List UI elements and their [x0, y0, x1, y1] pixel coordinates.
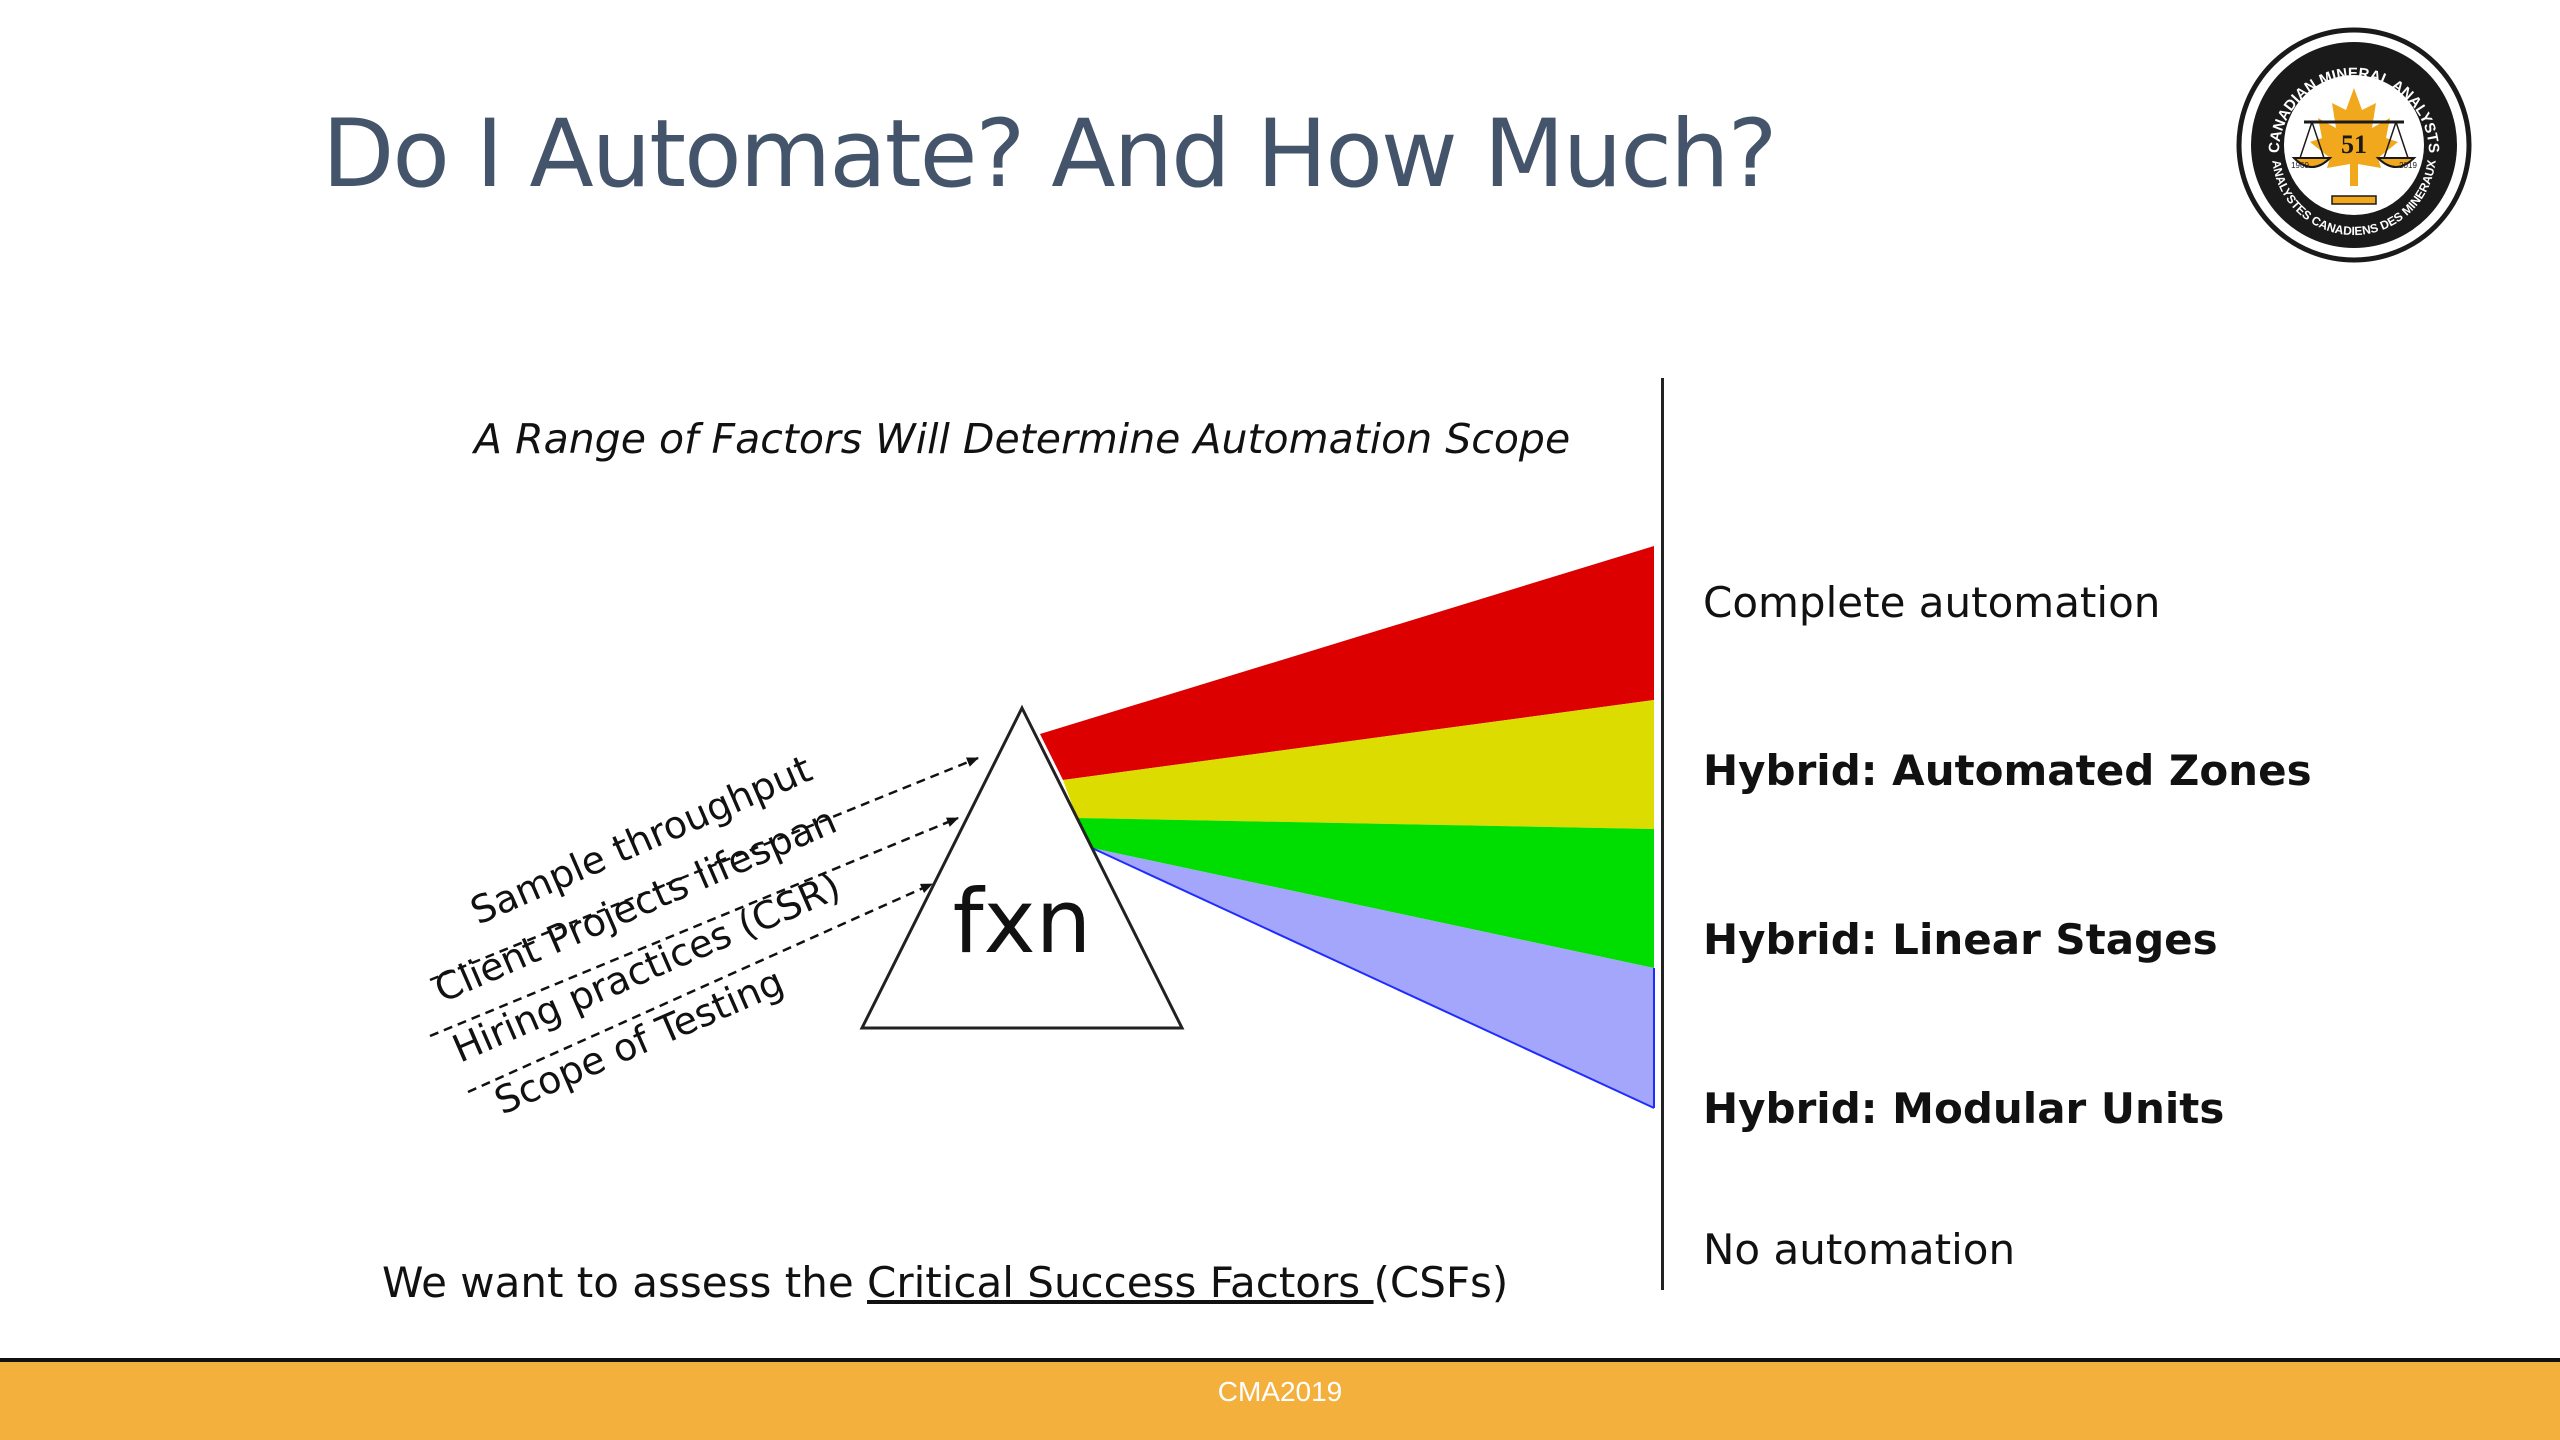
- scale-divider: [1661, 378, 1664, 1290]
- level-hybrid-modular-units: Hybrid: Modular Units: [1703, 1084, 2225, 1133]
- beam-red: [1040, 546, 1654, 780]
- input-arrow-2: [429, 816, 959, 1038]
- factor-scope-of-testing: Scope of Testing: [488, 959, 790, 1123]
- logo-number: 51: [2341, 130, 2367, 159]
- beam-green: [1077, 818, 1654, 968]
- prism-triangle: [859, 704, 1185, 1030]
- prism-label: fxn: [953, 870, 1092, 973]
- logo-inner-disk: [2284, 75, 2424, 215]
- factor-client-projects: Client Projects lifespan: [428, 798, 843, 1011]
- level-hybrid-linear-stages: Hybrid: Linear Stages: [1703, 915, 2218, 964]
- input-arrow-3: [467, 882, 933, 1094]
- csf-suffix: (CSFs): [1373, 1258, 1509, 1307]
- csf-statement: We want to assess the Critical Success F…: [382, 1258, 1508, 1307]
- diagram-subtitle: A Range of Factors Will Determine Automa…: [474, 415, 1571, 463]
- logo-inner-text: ANALYSTES CANADIENS DES MINERAUX: [2269, 159, 2438, 238]
- input-arrow-1: [429, 756, 979, 982]
- logo-outer-text: CANADIAN MINERAL ANALYSTS: [2266, 65, 2442, 154]
- logo-year-right: 2019: [2399, 161, 2417, 170]
- footer-bar: CMA2019: [0, 1358, 2560, 1440]
- csf-prefix: We want to assess the: [382, 1258, 868, 1307]
- beam-yellow: [1063, 700, 1654, 829]
- factor-sample-throughput: Sample throughput: [464, 747, 818, 934]
- logo-ring: [2251, 42, 2457, 248]
- beam-violet: [1092, 848, 1654, 1108]
- csf-highlight: Critical Success Factors: [867, 1258, 1374, 1307]
- level-hybrid-automated-zones: Hybrid: Automated Zones: [1703, 746, 2312, 795]
- logo-year-left: 1969: [2291, 161, 2309, 170]
- level-complete-automation: Complete automation: [1703, 578, 2161, 627]
- footer-label: CMA2019: [1217, 1376, 1343, 1407]
- slide-title: Do I Automate? And How Much?: [322, 100, 1777, 209]
- factor-hiring-practices: Hiring practices (CSR): [446, 864, 847, 1071]
- maple-leaf-icon: [2310, 88, 2398, 186]
- logo-outer-ring: [2236, 27, 2472, 263]
- level-no-automation: No automation: [1703, 1225, 2016, 1274]
